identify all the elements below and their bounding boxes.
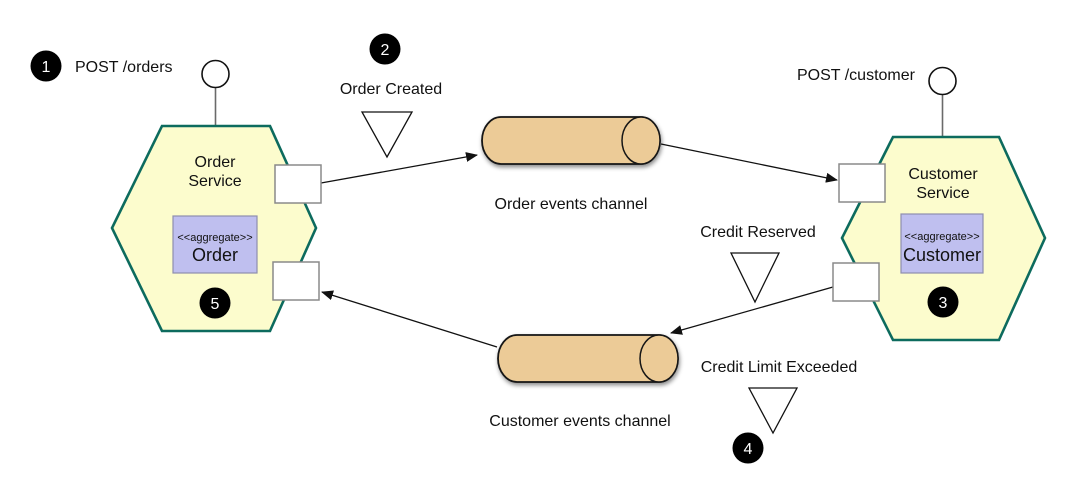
customer-rest-interface-icon xyxy=(928,66,957,96)
step-marker-5-number: 5 xyxy=(211,296,220,313)
customer-aggregate-stereotype: <<aggregate>> xyxy=(904,231,979,243)
step-marker-2 xyxy=(369,33,401,65)
customer-service-name-line2: Service xyxy=(916,185,969,202)
customer-events-channel xyxy=(497,334,679,383)
customer-aggregate-name: Customer xyxy=(903,245,981,265)
step-marker-3 xyxy=(927,286,959,318)
arrow-customer-channel-to-order xyxy=(321,290,498,348)
credit-reserved-message-icon xyxy=(729,252,781,304)
customer-aggregate-box xyxy=(900,213,984,274)
order-service-name-line2: Service xyxy=(188,173,241,190)
credit-limit-exceeded-label: Credit Limit Exceeded xyxy=(701,359,858,376)
customer-inbound-port xyxy=(838,163,886,203)
order-service: Order Service <<aggregate>> Order 5 xyxy=(110,59,318,333)
step-marker-4-number: 4 xyxy=(744,441,753,458)
customer-outbound-port xyxy=(832,262,880,302)
order-rest-interface-icon xyxy=(201,59,230,89)
customer-events-channel-cap xyxy=(639,334,679,383)
order-created-message-icon xyxy=(360,111,414,159)
step-marker-1-number: 1 xyxy=(42,59,51,76)
step-marker-5 xyxy=(199,287,231,319)
order-events-channel-label: Order events channel xyxy=(495,196,648,213)
order-service-name-line1: Order xyxy=(195,154,237,171)
order-outbound-port xyxy=(274,164,322,204)
post-customer-label: POST /customer xyxy=(797,67,916,84)
post-orders-label: POST /orders xyxy=(75,59,173,76)
step-marker-2-number: 2 xyxy=(381,42,390,59)
arrow-order-to-order-channel xyxy=(320,152,478,184)
order-aggregate-box xyxy=(172,215,258,274)
credit-reserved-label: Credit Reserved xyxy=(700,224,816,241)
customer-events-channel-label: Customer events channel xyxy=(489,413,670,430)
step-marker-1 xyxy=(30,50,62,82)
order-events-channel xyxy=(481,116,661,165)
order-inbound-port xyxy=(272,261,320,301)
customer-service-name-line1: Customer xyxy=(908,166,978,183)
order-created-label: Order Created xyxy=(340,81,442,98)
arrow-customer-to-customer-channel xyxy=(670,286,834,335)
arrow-order-channel-to-customer xyxy=(660,143,838,183)
order-aggregate-name: Order xyxy=(192,245,238,265)
order-events-channel-cap xyxy=(621,116,661,165)
customer-service: Customer Service <<aggregate>> Customer … xyxy=(840,66,1047,342)
step-marker-4 xyxy=(732,432,764,464)
step-marker-3-number: 3 xyxy=(939,295,948,312)
order-aggregate-stereotype: <<aggregate>> xyxy=(177,232,252,244)
credit-limit-exceeded-message-icon xyxy=(747,387,799,435)
